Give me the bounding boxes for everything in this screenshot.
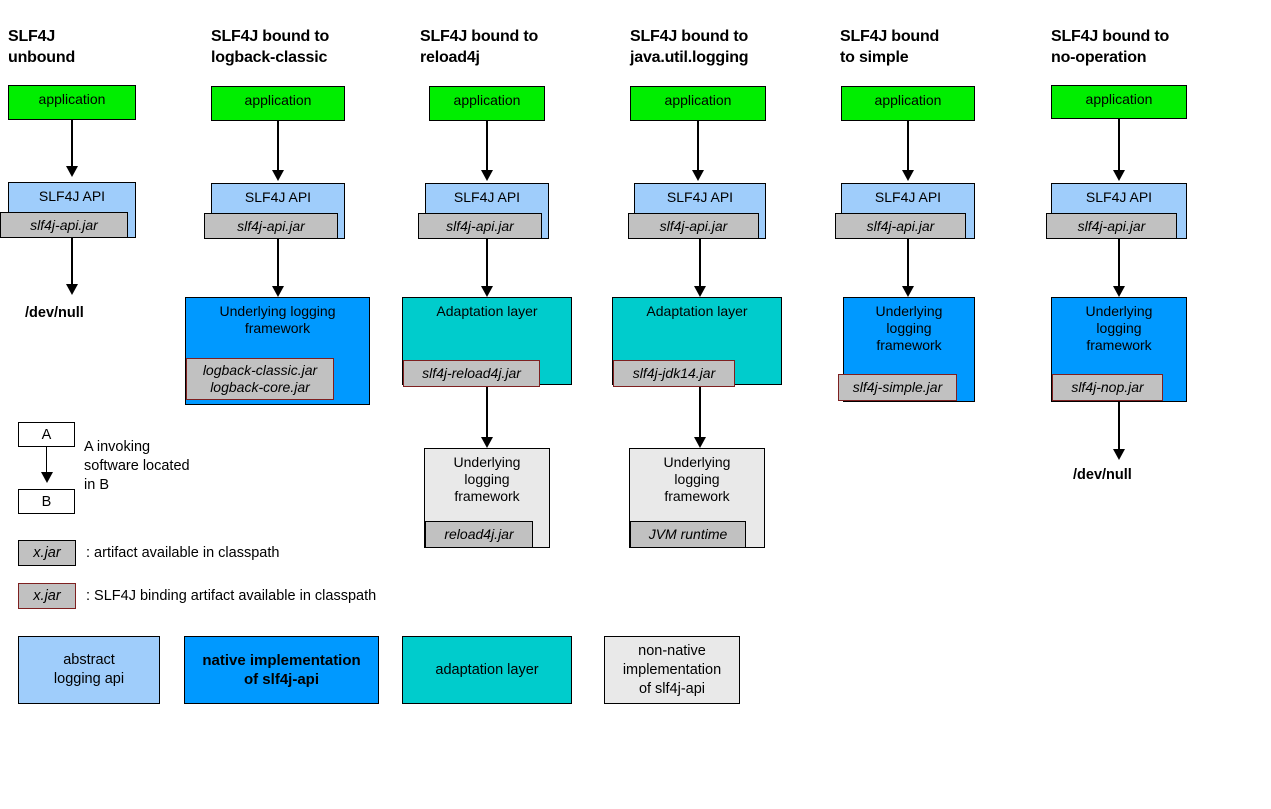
node-label: SLF4J API: [244, 189, 312, 205]
arrow-adaptation-to-framework-jul: [634, 387, 766, 448]
node-label: Adaptation layer: [646, 303, 748, 319]
node-application-unbound: application: [8, 85, 136, 120]
arrow-framework-to-devnull-nop: [1051, 402, 1187, 460]
legend-invocation-description: A invoking software located in B: [84, 439, 190, 493]
legend-box-a: A: [18, 422, 75, 447]
node-label: application: [664, 92, 732, 108]
arrow-app-to-api-reload4j: [429, 121, 545, 181]
jar-jvm-runtime: JVM runtime: [630, 521, 746, 548]
arrow-app-to-api-nop: [1051, 119, 1187, 181]
legend-swatch-native-implementation: native implementation of slf4j-api: [184, 636, 379, 704]
node-application-nop: application: [1051, 85, 1187, 119]
arrow-api-to-framework-nop: [1051, 239, 1187, 297]
node-label: application: [453, 92, 521, 108]
legend-box-b: B: [18, 489, 75, 514]
jar-slf4j-api-reload4j: slf4j-api.jar: [418, 213, 542, 239]
node-application-jul: application: [630, 86, 766, 121]
node-label: Underlying logging framework: [663, 454, 731, 504]
arrow-adaptation-to-framework-reload4j: [425, 387, 549, 448]
node-label: SLF4J API: [666, 189, 734, 205]
arrow-app-to-api-simple: [841, 121, 975, 181]
jar-slf4j-nop-binding: slf4j-nop.jar: [1052, 374, 1163, 401]
node-application-reload4j: application: [429, 86, 545, 121]
node-application-logback: application: [211, 86, 345, 121]
legend-invocation-arrow: [18, 447, 75, 483]
node-label: application: [874, 92, 942, 108]
arrow-app-to-api-logback: [211, 121, 345, 181]
arrow-api-to-framework-logback: [211, 239, 345, 297]
jar-slf4j-simple-binding: slf4j-simple.jar: [838, 374, 957, 401]
jar-slf4j-jdk14-binding: slf4j-jdk14.jar: [613, 360, 735, 387]
node-label: Underlying logging framework: [453, 454, 521, 504]
node-label: SLF4J API: [453, 189, 521, 205]
jar-slf4j-reload4j-binding: slf4j-reload4j.jar: [403, 360, 540, 387]
node-label: application: [244, 92, 312, 108]
column-title-jul: SLF4J bound to java.util.logging: [630, 28, 749, 66]
arrow-api-to-framework-simple: [841, 239, 975, 297]
node-label: Underlying logging framework: [1085, 303, 1153, 353]
legend-swatch-binding-artifact: x.jar: [18, 583, 76, 609]
arrow-app-to-api-unbound: [8, 120, 136, 177]
legend-swatch-artifact: x.jar: [18, 540, 76, 566]
column-title-reload4j: SLF4J bound to reload4j: [420, 28, 539, 66]
node-label: Underlying logging framework: [875, 303, 943, 353]
legend-artifact-description: : artifact available in classpath: [86, 545, 280, 561]
column-title-simple: SLF4J bound to simple: [840, 28, 940, 66]
node-label: application: [38, 91, 106, 107]
node-application-simple: application: [841, 86, 975, 121]
node-label: Underlying logging framework: [219, 303, 336, 336]
column-title-nop: SLF4J bound to no-operation: [1051, 28, 1170, 66]
jar-slf4j-api-jul: slf4j-api.jar: [628, 213, 759, 239]
legend-binding-artifact-description: : SLF4J binding artifact available in cl…: [86, 588, 377, 604]
column-title-logback: SLF4J bound to logback-classic: [211, 28, 330, 66]
arrow-api-to-devnull-unbound: [8, 238, 136, 295]
legend-swatch-adaptation-layer: adaptation layer: [402, 636, 572, 704]
jar-slf4j-api-nop: slf4j-api.jar: [1046, 213, 1177, 239]
jar-logback-binding: logback-classic.jar logback-core.jar: [186, 358, 334, 400]
arrow-api-to-adaptation-reload4j: [425, 239, 549, 297]
jar-slf4j-api-unbound: slf4j-api.jar: [0, 212, 128, 238]
node-label: Adaptation layer: [436, 303, 538, 319]
terminal-devnull-nop: /dev/null: [1073, 467, 1132, 483]
column-title-unbound: SLF4J unbound: [8, 28, 76, 66]
jar-slf4j-api-simple: slf4j-api.jar: [835, 213, 966, 239]
node-label: application: [1085, 91, 1153, 107]
terminal-devnull-unbound: /dev/null: [25, 305, 84, 321]
legend-swatch-non-native-implementation: non-native implementation of slf4j-api: [604, 636, 740, 704]
arrow-app-to-api-jul: [630, 121, 766, 181]
arrow-api-to-adaptation-jul: [634, 239, 766, 297]
node-label: SLF4J API: [1085, 189, 1153, 205]
legend-swatch-abstract-logging-api: abstract logging api: [18, 636, 160, 704]
node-label: SLF4J API: [38, 188, 106, 204]
node-label: SLF4J API: [874, 189, 942, 205]
jar-reload4j: reload4j.jar: [425, 521, 533, 548]
jar-slf4j-api-logback: slf4j-api.jar: [204, 213, 338, 239]
